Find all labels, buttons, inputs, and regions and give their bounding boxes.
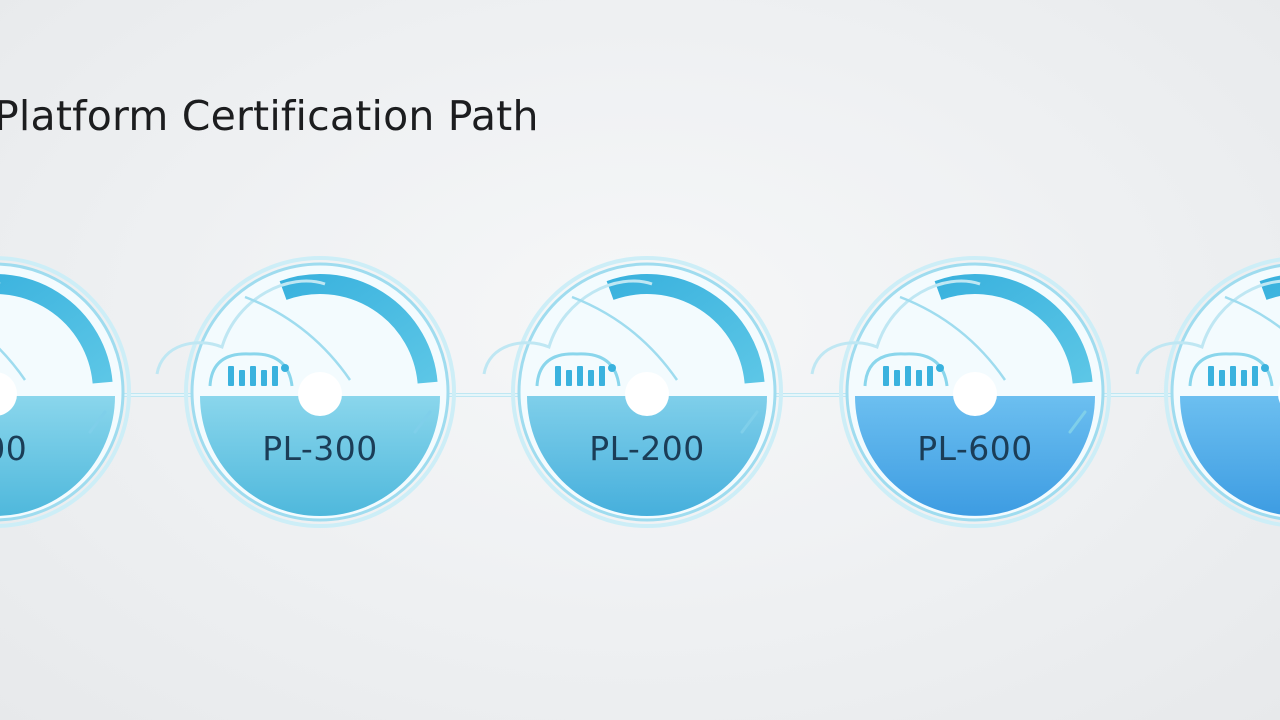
badge-fill <box>855 396 1095 516</box>
badge-notch <box>0 372 17 416</box>
badge-notch <box>298 372 342 416</box>
badge-inner-stroke <box>1224 295 1280 330</box>
icon-bar <box>250 366 256 386</box>
chart-bars-icon <box>535 352 621 387</box>
icon-bar <box>599 366 605 386</box>
icon-dot <box>936 364 944 372</box>
chart-bars-icon <box>1188 352 1274 387</box>
badge-fill <box>200 396 440 516</box>
cloud-outline <box>482 279 653 375</box>
cloud-outline <box>155 279 326 375</box>
badge-inner-stroke <box>244 295 352 381</box>
badge-label: PL-200 <box>589 429 705 468</box>
badge-accent <box>1068 410 1087 434</box>
icon-bar <box>261 370 267 386</box>
cert-badge[interactable]: PL <box>1135 257 1280 527</box>
badge-gauge-arc <box>0 274 113 384</box>
icon-bar <box>883 366 889 386</box>
cert-badge[interactable]: 300 <box>0 256 131 528</box>
badge-inner-stroke <box>0 347 27 381</box>
icon-bar <box>905 366 911 386</box>
icon-bar <box>1208 366 1214 386</box>
badge-gauge-arc <box>934 274 1093 384</box>
icon-dot <box>608 364 616 372</box>
icon-bar <box>555 366 561 386</box>
badge-fill <box>527 396 767 516</box>
badge-fill <box>1180 396 1280 515</box>
badge-label: PL-300 <box>262 429 378 468</box>
chart-bars-icon <box>208 352 294 387</box>
icon-bar <box>228 366 234 386</box>
icon-bar <box>588 370 594 386</box>
badge-inner-stroke <box>899 295 1007 381</box>
page-title: Platform Certification Path <box>0 92 539 140</box>
icon-bar <box>894 370 900 386</box>
icon-bar <box>566 370 572 386</box>
badge-outer-ring <box>511 256 783 528</box>
icon-bar <box>1230 366 1236 386</box>
badge-accent <box>740 410 759 434</box>
badge-outer-ring <box>0 256 131 528</box>
cloud-outline <box>810 279 981 375</box>
icon-bar <box>927 366 933 386</box>
icon-bar <box>916 370 922 386</box>
cloud-outline <box>1135 279 1280 375</box>
icon-bar <box>239 370 245 386</box>
badge-label: 300 <box>0 429 27 468</box>
cert-badge[interactable]: PL-200 <box>482 256 783 528</box>
icon-bar <box>1241 370 1247 386</box>
badge-gauge-arc <box>606 274 765 384</box>
icon-bar <box>577 366 583 386</box>
badge-accent <box>413 410 432 434</box>
badge-outer-ring <box>1164 257 1280 527</box>
badge-notch <box>625 372 669 416</box>
icon-bar <box>1252 366 1258 386</box>
badge-inner-stroke <box>571 295 679 381</box>
icon-dot <box>1261 364 1269 372</box>
badge-outer-ring <box>184 256 456 528</box>
badge-fill <box>0 396 115 516</box>
badge-gauge-arc <box>279 274 438 384</box>
icon-bar <box>1219 370 1225 386</box>
icon-bar <box>272 366 278 386</box>
cert-badge[interactable]: PL-600 <box>810 256 1111 528</box>
cert-badge[interactable]: PL-300 <box>155 256 456 528</box>
badge-label: PL-600 <box>917 429 1033 468</box>
icon-dot <box>281 364 289 372</box>
chart-bars-icon <box>863 352 949 387</box>
badge-accent <box>88 410 107 434</box>
badge-outer-ring <box>839 256 1111 528</box>
badge-notch <box>953 372 997 416</box>
